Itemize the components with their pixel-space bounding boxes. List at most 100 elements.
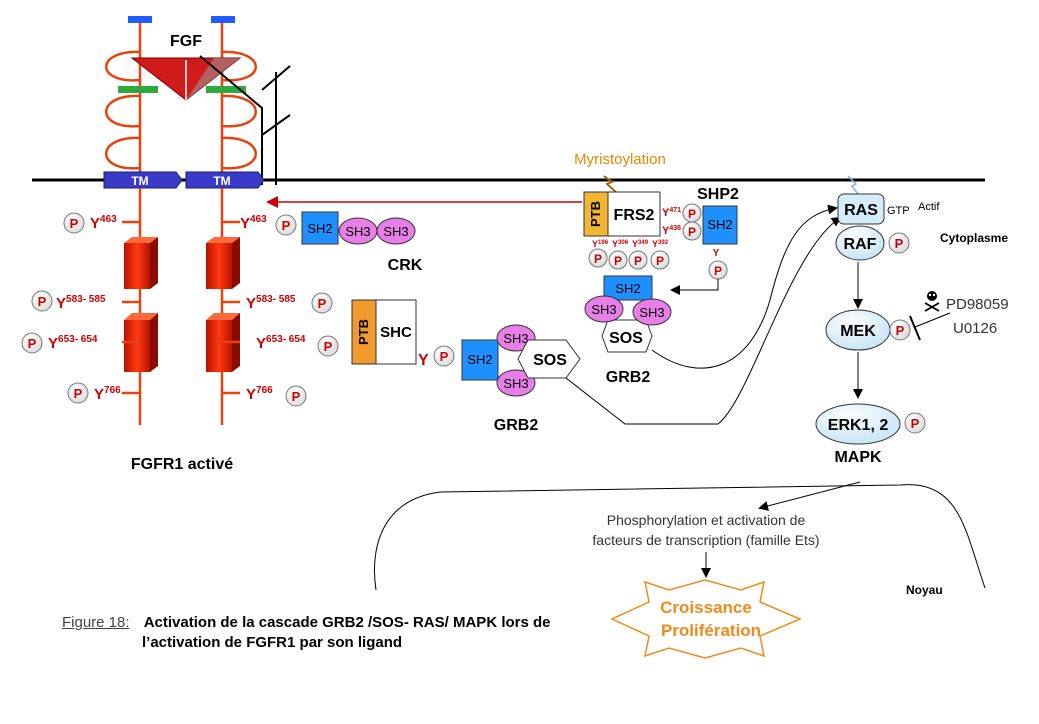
svg-text:P: P — [614, 254, 622, 268]
nucleus-membrane — [373, 484, 986, 591]
phospho-circle — [628, 250, 648, 270]
svg-text:P: P — [688, 207, 696, 221]
shc-protein: PTB SHC Y P — [351, 299, 455, 369]
shc-tyrosine: Y — [418, 352, 429, 369]
crk-protein: SH2 SH3 SH3 CRK — [301, 211, 423, 274]
svg-text:SHC: SHC — [380, 324, 412, 341]
tyrosine-right-583-585: Y583- 585 P — [246, 292, 333, 314]
shp2-protein: SHP2 SH2 Y P — [670, 186, 739, 295]
kinase-domain-left-2 — [124, 313, 158, 372]
sos-left-to-ras-arrow — [565, 216, 842, 425]
receptor-extracellular: FGF — [105, 16, 291, 185]
svg-text:SH3: SH3 — [345, 224, 370, 239]
heparin-bar-right — [206, 86, 246, 93]
svg-text:P: P — [896, 323, 905, 338]
grb2-right-sh3-a — [584, 295, 624, 323]
phospho-circle — [588, 248, 608, 268]
svg-text:Y653- 654: Y653- 654 — [48, 334, 98, 352]
inhibitor-group: PD98059 U0126 — [909, 291, 1009, 341]
grb2-left-label: GRB2 — [494, 417, 539, 434]
crk-sh3-b — [376, 217, 416, 245]
cytoplasme-label: Cytoplasme — [940, 231, 1008, 245]
svg-text:Actif: Actif — [918, 201, 940, 213]
svg-text:Y583- 585: Y583- 585 — [56, 294, 106, 312]
tyrosine-right-653-654: Y653- 654 P — [256, 334, 339, 357]
inhibitor-u0126: U0126 — [953, 320, 997, 337]
svg-text:RAS: RAS — [844, 202, 878, 219]
receptor-cap-right — [211, 16, 235, 23]
svg-text:TM: TM — [213, 174, 230, 188]
grb2-right-sh2 — [603, 275, 653, 301]
grb2-left: SH2 SH3 SH3 SOS GRB2 — [461, 324, 581, 434]
svg-text:P: P — [70, 216, 79, 231]
svg-text:P: P — [895, 236, 904, 251]
svg-text:P: P — [688, 225, 696, 239]
svg-text:SH2: SH2 — [307, 221, 332, 236]
phospho-circle — [63, 212, 85, 234]
erk-node: ERK1, 2 P MAPK — [815, 403, 926, 466]
svg-text:MEK: MEK — [840, 323, 876, 340]
svg-text:SOS: SOS — [609, 330, 643, 347]
svg-text:Y653- 654: Y653- 654 — [256, 334, 306, 352]
svg-text:SH3: SH3 — [591, 302, 616, 317]
svg-text:P: P — [74, 386, 83, 401]
phospho-circle — [275, 214, 297, 236]
grb2-right-sh3-b — [632, 298, 672, 326]
transcription-line-1: Phosphorylation et activation de — [607, 512, 806, 528]
svg-text:SH2: SH2 — [707, 217, 732, 232]
crk-sh2 — [301, 211, 339, 245]
tyrosine-left-463: P Y463 — [63, 212, 117, 234]
svg-text:Y463: Y463 — [240, 214, 267, 232]
svg-text:ERK1, 2: ERK1, 2 — [828, 417, 889, 434]
mek-node: MEK P — [825, 309, 911, 351]
receptor-cap-left — [128, 16, 152, 23]
receptor-intracellular — [122, 188, 240, 425]
svg-text:P: P — [440, 349, 449, 364]
svg-text:Y463: Y463 — [90, 214, 117, 232]
transcription-line-2: facteurs de transcription (famille Ets) — [592, 532, 819, 548]
mapk-label: MAPK — [834, 449, 882, 466]
frs2-protein: PTB FRS2 Y471 P Y436 P Y196 Y306 Y349 Y3… — [583, 191, 702, 270]
svg-text:SH2: SH2 — [467, 352, 492, 367]
svg-text:P: P — [282, 218, 291, 233]
svg-text:Y392: Y392 — [652, 239, 669, 249]
svg-text:P: P — [324, 339, 333, 354]
svg-text:Y766: Y766 — [246, 385, 273, 403]
myristoylation-label: Myristoylation — [574, 151, 666, 168]
receptor-title: FGFR1 activé — [131, 456, 233, 473]
tm-domain-right: TM — [185, 171, 265, 189]
svg-text:Y436: Y436 — [662, 225, 681, 237]
svg-text:SH2: SH2 — [615, 281, 640, 296]
phospho-circle — [889, 319, 911, 341]
shc-body — [375, 299, 417, 365]
svg-text:P: P — [911, 416, 920, 431]
tyrosine-left-766: P Y766 — [67, 382, 121, 404]
grb2-left-sh2 — [461, 339, 499, 381]
tyrosine-left-653-654: P Y653- 654 — [21, 332, 98, 354]
svg-text:SH3: SH3 — [383, 224, 408, 239]
svg-text:P: P — [656, 254, 664, 268]
crk-label: CRK — [388, 257, 423, 274]
phospho-circle — [21, 332, 43, 354]
svg-text:P: P — [292, 389, 301, 404]
inhibition-bar — [909, 315, 921, 341]
svg-text:SH3: SH3 — [639, 305, 664, 320]
raf-node: RAF P — [835, 225, 910, 261]
svg-text:SH3: SH3 — [503, 331, 528, 346]
outcome-proliferation: Prolifération — [661, 621, 761, 640]
grb2-right-label: GRB2 — [606, 369, 651, 386]
phospho-circle — [285, 385, 307, 407]
svg-text:Y766: Y766 — [94, 385, 121, 403]
caption-line-1: Activation de la cascade GRB2 /SOS- RAS/… — [143, 614, 551, 631]
svg-text:P: P — [38, 294, 47, 309]
noyau-label: Noyau — [906, 583, 943, 597]
phospho-circle — [608, 250, 628, 270]
tyrosine-right-463: Y463 P — [240, 214, 297, 236]
skull-icon — [924, 291, 940, 312]
svg-text:Y583- 585: Y583- 585 — [246, 294, 296, 312]
shp2-label: SHP2 — [697, 186, 739, 203]
svg-text:P: P — [28, 336, 37, 351]
svg-text:PTB: PTB — [588, 201, 603, 227]
svg-text:GTP: GTP — [887, 205, 910, 217]
kinase-domain-right-1 — [206, 237, 240, 289]
